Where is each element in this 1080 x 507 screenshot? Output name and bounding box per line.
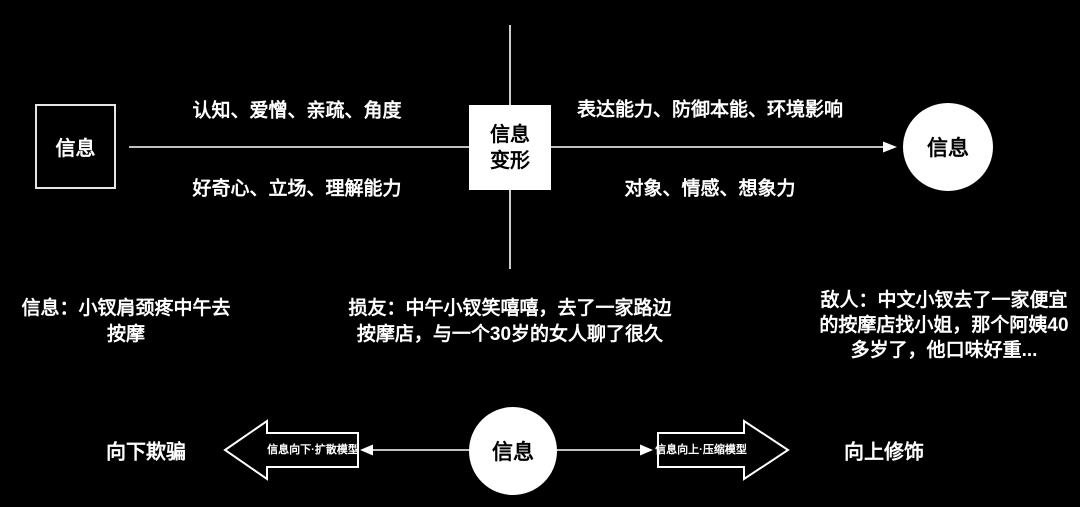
left-block-arrow-label: 信息向下·扩散模型 (267, 444, 359, 456)
factors-bottom-right: 对象、情感、想象力 (624, 178, 796, 200)
source-info-label: 信息 (55, 138, 96, 160)
upward-embellishment-label: 向上修饰 (844, 441, 924, 464)
bottom-info-label: 信息 (492, 441, 534, 464)
downward-deception-label: 向下欺骗 (106, 441, 186, 464)
info-distortion-box: 信息 变形 (469, 105, 551, 190)
target-info-label: 信息 (927, 137, 969, 160)
example-enemy-version: 敌人：中文小钗去了一家便宜 的按摩店找小姐，那个阿姨40 多岁了，他口味好重..… (819, 290, 1069, 361)
example-friend-version: 损友：中午小钗笑嘻嘻，去了一家路边 按摩店，与一个30岁的女人聊了很久 (348, 298, 672, 345)
bottom-info-circle: 信息 (469, 407, 557, 495)
right-block-arrow-label: 信息向上·压缩模型 (655, 444, 747, 456)
factors-top-right: 表达能力、防御本能、环境影响 (576, 99, 844, 121)
example-original-info: 信息：小钗肩颈疼中午去 按摩 (21, 298, 231, 345)
target-info-circle: 信息 (903, 103, 993, 191)
source-info-box: 信息 (35, 104, 116, 189)
factors-top-left: 认知、爱憎、亲疏、角度 (192, 100, 402, 122)
factors-bottom-left: 好奇心、立场、理解能力 (192, 178, 402, 200)
info-distortion-label: 信息 变形 (490, 123, 530, 172)
